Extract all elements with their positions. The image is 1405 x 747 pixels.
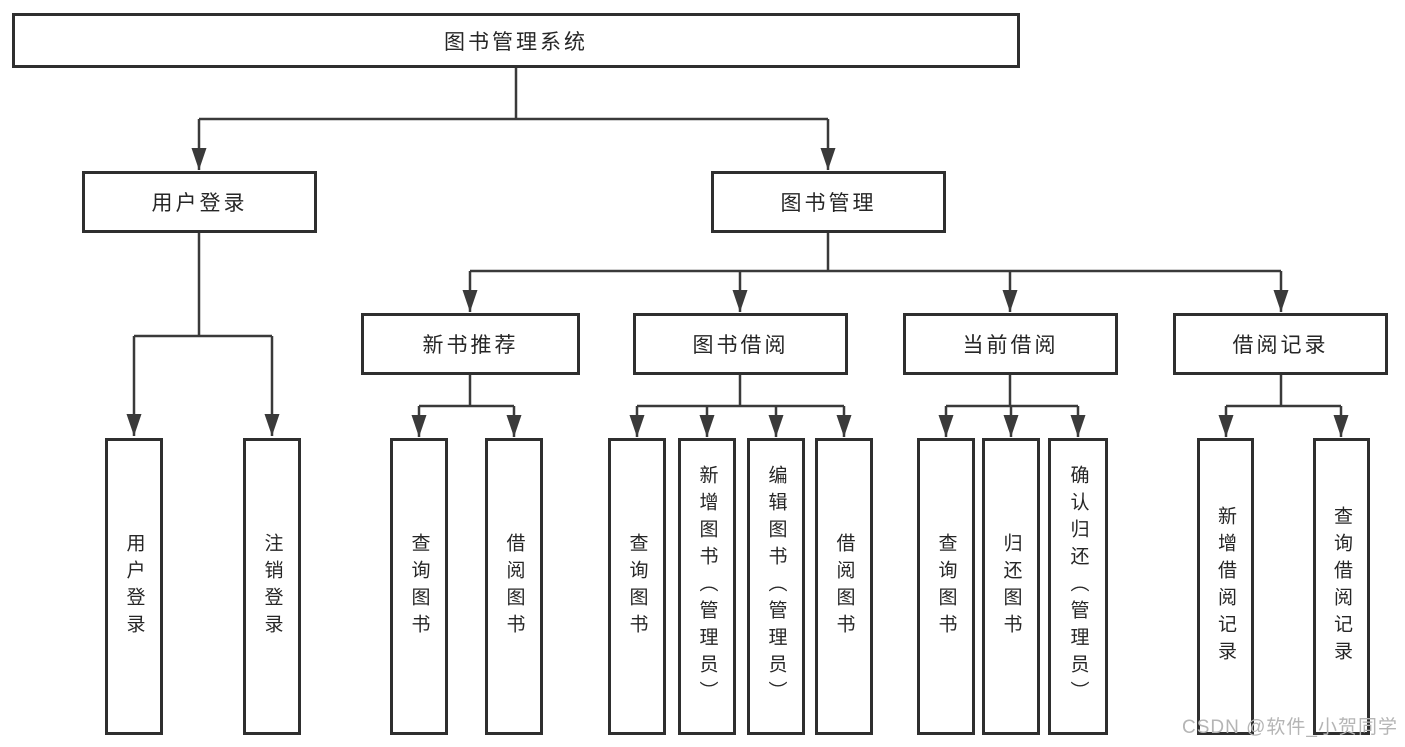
leaf-edit-books-admin-label: 编辑图书（管理员） bbox=[765, 465, 787, 708]
node-user-login: 用户登录 bbox=[82, 171, 317, 233]
leaf-borrow-books-1-label: 借阅图书 bbox=[503, 532, 525, 641]
node-new-book-recommend-label: 新书推荐 bbox=[422, 334, 519, 357]
leaf-query-books-1: 查询图书 bbox=[390, 438, 448, 735]
node-book-management-label: 图书管理 bbox=[780, 192, 877, 215]
leaf-add-borrow-record: 新增借阅记录 bbox=[1197, 438, 1254, 735]
leaf-confirm-return-admin-label: 确认归还（管理员） bbox=[1067, 465, 1089, 708]
leaf-query-borrow-record: 查询借阅记录 bbox=[1313, 438, 1370, 735]
leaf-query-books-3-label: 查询图书 bbox=[935, 532, 957, 641]
leaf-return-books-label: 归还图书 bbox=[1000, 532, 1022, 641]
leaf-add-borrow-record-label: 新增借阅记录 bbox=[1215, 505, 1236, 668]
node-user-login-label: 用户登录 bbox=[151, 192, 248, 215]
leaf-query-books-2-label: 查询图书 bbox=[626, 532, 648, 641]
node-current-borrow: 当前借阅 bbox=[903, 313, 1118, 375]
leaf-edit-books-admin: 编辑图书（管理员） bbox=[747, 438, 805, 735]
leaf-add-books-admin: 新增图书（管理员） bbox=[678, 438, 736, 735]
leaf-borrow-books-2: 借阅图书 bbox=[815, 438, 873, 735]
leaf-add-books-admin-label: 新增图书（管理员） bbox=[696, 465, 718, 708]
csdn-watermark: CSDN @软件_小贺同学 bbox=[1182, 717, 1398, 738]
leaf-query-borrow-record-label: 查询借阅记录 bbox=[1331, 505, 1352, 668]
leaf-query-books-1-label: 查询图书 bbox=[408, 532, 430, 641]
leaf-user-login: 用户登录 bbox=[105, 438, 163, 735]
leaf-return-books: 归还图书 bbox=[982, 438, 1040, 735]
node-root: 图书管理系统 bbox=[12, 13, 1020, 68]
leaf-query-books-3: 查询图书 bbox=[917, 438, 975, 735]
leaf-confirm-return-admin: 确认归还（管理员） bbox=[1048, 438, 1108, 735]
node-borrow-records: 借阅记录 bbox=[1173, 313, 1388, 375]
node-borrow-records-label: 借阅记录 bbox=[1232, 334, 1329, 357]
node-book-management: 图书管理 bbox=[711, 171, 946, 233]
node-new-book-recommend: 新书推荐 bbox=[361, 313, 580, 375]
leaf-user-login-label: 用户登录 bbox=[123, 532, 145, 641]
node-root-label: 图书管理系统 bbox=[444, 30, 588, 54]
node-book-borrow: 图书借阅 bbox=[633, 313, 848, 375]
leaf-borrow-books-2-label: 借阅图书 bbox=[833, 532, 855, 641]
node-book-borrow-label: 图书借阅 bbox=[692, 334, 789, 357]
node-current-borrow-label: 当前借阅 bbox=[962, 334, 1059, 357]
leaf-logout-label: 注销登录 bbox=[261, 532, 283, 641]
leaf-query-books-2: 查询图书 bbox=[608, 438, 666, 735]
leaf-borrow-books-1: 借阅图书 bbox=[485, 438, 543, 735]
leaf-logout: 注销登录 bbox=[243, 438, 301, 735]
